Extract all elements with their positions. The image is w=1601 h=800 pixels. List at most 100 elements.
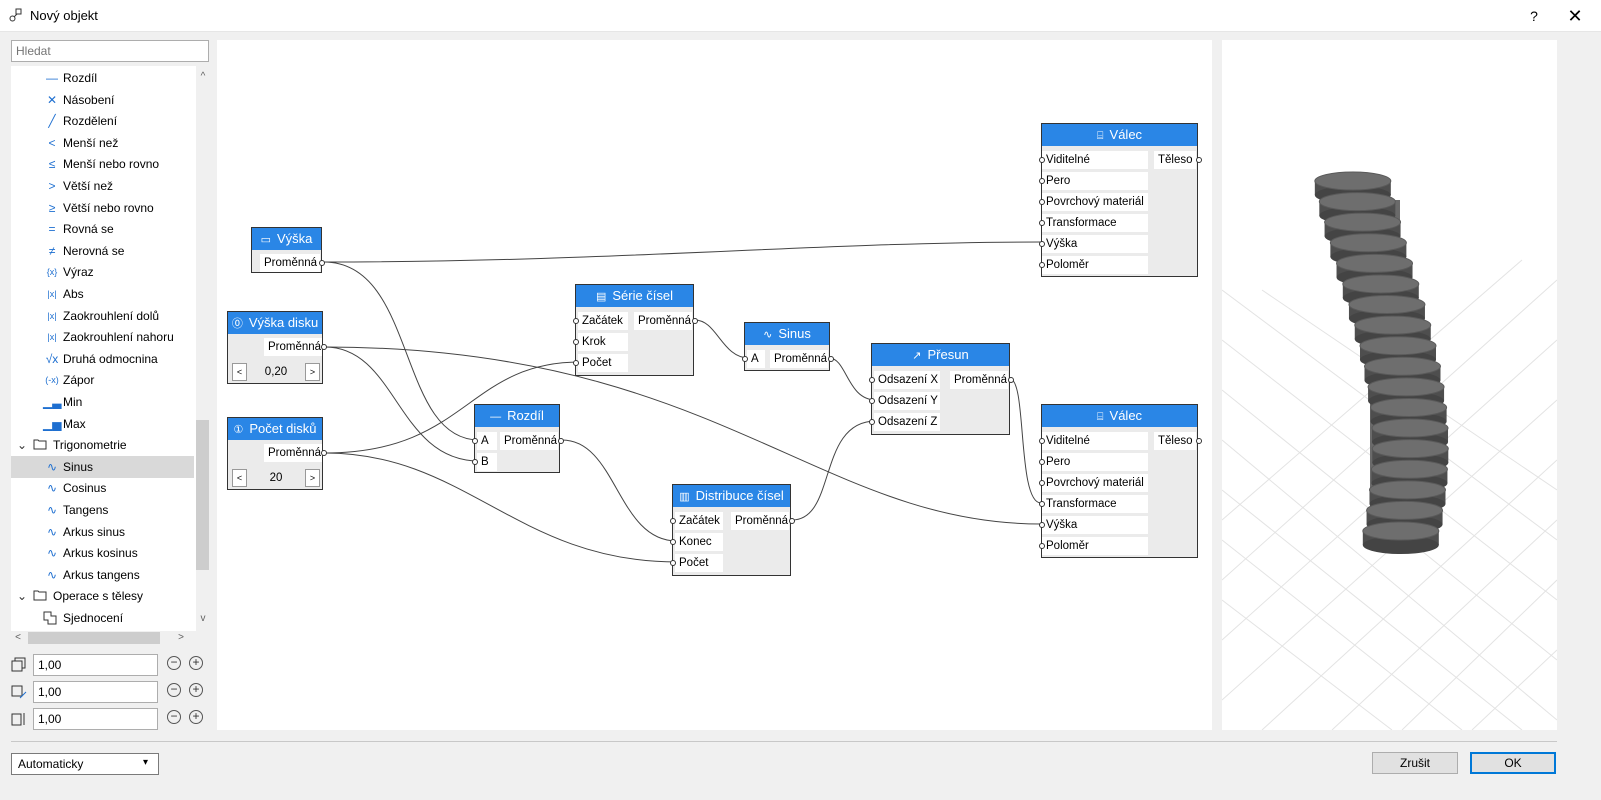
input-pin[interactable] (1039, 199, 1045, 205)
tree-item[interactable]: <Menší než (11, 132, 194, 154)
input-pin[interactable] (742, 356, 748, 362)
input-pin[interactable] (869, 377, 875, 383)
tree-item[interactable]: ✕Násobení (11, 89, 194, 111)
cancel-button[interactable]: Zrušit (1372, 752, 1458, 774)
node-serie-cisel[interactable]: ▤Série čísel Začátek Krok Počet Proměnná (573, 284, 698, 376)
tree-item[interactable]: ∿Arkus tangens (11, 564, 194, 586)
scroll-up-icon[interactable]: ^ (200, 71, 206, 82)
tree-item[interactable]: ≤Menší nebo rovno (11, 153, 194, 175)
tree-item[interactable]: ∿Sinus (11, 455, 194, 478)
help-button[interactable]: ? (1530, 8, 1538, 24)
output-pin[interactable] (321, 344, 327, 350)
scroll-down-icon[interactable]: v (200, 613, 206, 624)
scale-x-input[interactable] (33, 654, 158, 676)
input-pin[interactable] (1039, 501, 1045, 507)
tree-item[interactable]: {x}Výraz (11, 261, 194, 283)
input-pin[interactable] (1039, 438, 1045, 444)
input-pin[interactable] (1039, 480, 1045, 486)
tree-item[interactable]: ∿Tangens (11, 499, 194, 521)
stepper-value[interactable]: 0,20 (264, 366, 288, 378)
output-pin[interactable] (321, 450, 327, 456)
output-pin[interactable] (319, 260, 325, 266)
node-valec-1[interactable]: ⌸Válec Viditelné Pero Povrchový materiál… (1039, 123, 1202, 277)
tree-item[interactable]: >Větší než (11, 175, 194, 197)
scale-z-increase-button[interactable]: + (189, 710, 203, 724)
tree-item[interactable]: ∿Arkus sinus (11, 521, 194, 543)
scale-x-increase-button[interactable]: + (189, 656, 203, 670)
close-button[interactable]: ✕ (1567, 6, 1583, 26)
output-pin[interactable] (789, 518, 795, 524)
search-input[interactable] (11, 40, 209, 62)
stepper-decrease-button[interactable]: < (232, 469, 247, 487)
scale-z-input[interactable] (33, 708, 158, 730)
input-pin[interactable] (1039, 157, 1045, 163)
node-valec-2[interactable]: ⌸Válec Viditelné Pero Povrchový materiál… (1039, 404, 1202, 558)
stepper-increase-button[interactable]: > (305, 469, 320, 487)
input-pin[interactable] (1039, 459, 1045, 465)
tree-horizontal-scroll-thumb[interactable] (28, 632, 160, 644)
output-pin[interactable] (692, 318, 698, 324)
node-vyska[interactable]: ▭Výška Proměnná (251, 227, 325, 273)
input-pin[interactable] (1039, 220, 1045, 226)
tree-item[interactable]: =Rovná se (11, 218, 194, 240)
input-pin[interactable] (670, 560, 676, 566)
tree-item[interactable]: ⌄Operace s tělesy (11, 585, 194, 607)
input-pin[interactable] (1039, 522, 1045, 528)
input-pin[interactable] (472, 459, 478, 465)
node-distribuce-cisel[interactable]: ▥Distribuce čísel Začátek Konec Počet Pr… (670, 484, 795, 576)
input-pin[interactable] (573, 318, 579, 324)
scroll-right-icon[interactable]: > (178, 632, 184, 643)
tree-item[interactable]: —Rozdíl (11, 67, 194, 89)
tree-item[interactable]: ╱Rozdělení (11, 110, 194, 132)
input-pin[interactable] (869, 419, 875, 425)
tree-item[interactable]: ≥Větší nebo rovno (11, 197, 194, 219)
input-pin[interactable] (1039, 241, 1045, 247)
tree-item[interactable]: ≠Nerovná se (11, 240, 194, 262)
tree-item[interactable]: (-x)Zápor (11, 369, 194, 391)
tree-item[interactable]: |x|Zaokrouhlení nahoru (11, 326, 194, 348)
tree-item[interactable]: ∿Cosinus (11, 477, 194, 499)
expand-chevron-icon[interactable]: ⌄ (16, 438, 28, 453)
input-pin[interactable] (1039, 543, 1045, 549)
output-pin[interactable] (1196, 438, 1202, 444)
output-pin[interactable] (558, 438, 564, 444)
input-pin[interactable] (472, 438, 478, 444)
output-pin[interactable] (828, 356, 834, 362)
3d-preview[interactable] (1221, 40, 1558, 731)
node-sinus[interactable]: ∿Sinus A Proměnná (742, 322, 834, 371)
input-pin[interactable] (670, 518, 676, 524)
tree-item[interactable]: Sjednocení (11, 607, 194, 629)
tree-item[interactable]: |x|Abs (11, 283, 194, 305)
scroll-left-icon[interactable]: < (15, 632, 21, 643)
stepper-decrease-button[interactable]: < (232, 363, 247, 381)
node-presun[interactable]: ↗Přesun Odsazení X Odsazení Y Odsazení Z… (869, 343, 1014, 435)
tree-item[interactable]: ∿Arkus kosinus (11, 542, 194, 564)
tree-item[interactable]: ▁▃Min (11, 391, 194, 413)
mode-select[interactable]: Automaticky (11, 753, 159, 775)
output-pin[interactable] (1196, 157, 1202, 163)
input-pin[interactable] (869, 398, 875, 404)
stepper-value[interactable]: 20 (269, 472, 283, 484)
scale-y-input[interactable] (33, 681, 158, 703)
scale-z-decrease-button[interactable]: − (167, 710, 181, 724)
input-pin[interactable] (1039, 262, 1045, 268)
tree-item[interactable]: ⌄Trigonometrie (11, 434, 194, 456)
input-pin[interactable] (1039, 178, 1045, 184)
stepper-increase-button[interactable]: > (305, 363, 320, 381)
input-pin[interactable] (573, 360, 579, 366)
tree-item[interactable]: ▁▅Max (11, 413, 194, 435)
input-pin[interactable] (573, 339, 579, 345)
expand-chevron-icon[interactable]: ⌄ (16, 589, 28, 604)
input-pin[interactable] (670, 539, 676, 545)
scale-y-decrease-button[interactable]: − (167, 683, 181, 697)
node-rozdil[interactable]: —Rozdíl A B Proměnná (472, 404, 564, 473)
tree-item[interactable]: |x|Zaokrouhlení dolů (11, 305, 194, 327)
tree-vertical-scroll-thumb[interactable] (196, 420, 209, 570)
ok-button[interactable]: OK (1470, 752, 1556, 774)
scale-x-decrease-button[interactable]: − (167, 656, 181, 670)
output-pin[interactable] (1008, 377, 1014, 383)
